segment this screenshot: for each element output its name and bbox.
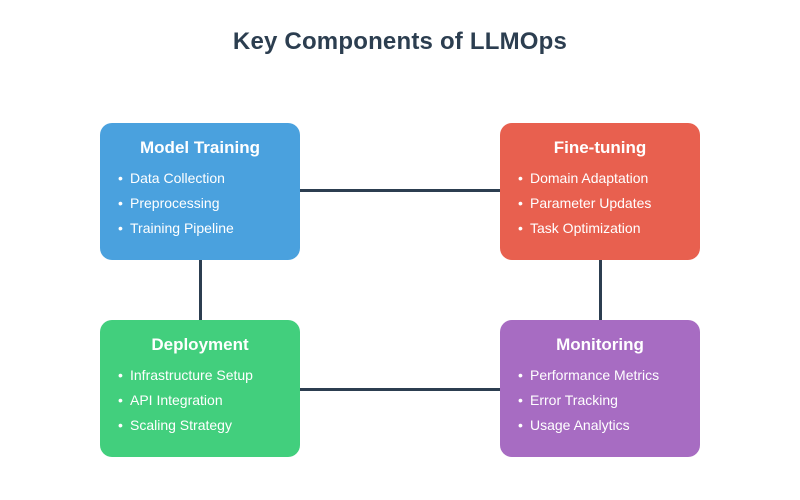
card-fine-tuning: Fine-tuning Domain Adaptation Parameter … [500, 123, 700, 260]
bullet-item: Training Pipeline [100, 218, 300, 238]
card-fine-tuning-list: Domain Adaptation Parameter Updates Task… [500, 168, 700, 238]
connector-fine-tuning-to-monitoring [599, 260, 602, 320]
bullet-item: Preprocessing [100, 193, 300, 213]
connector-model-training-to-fine-tuning [300, 189, 500, 192]
bullet-item: Usage Analytics [500, 415, 700, 435]
card-fine-tuning-title: Fine-tuning [553, 138, 647, 157]
card-model-training-title: Model Training [140, 138, 260, 157]
bullet-item: Performance Metrics [500, 365, 700, 385]
bullet-item: Parameter Updates [500, 193, 700, 213]
card-monitoring-title: Monitoring [556, 335, 644, 354]
card-model-training-list: Data Collection Preprocessing Training P… [100, 168, 300, 238]
card-monitoring-list: Performance Metrics Error Tracking Usage… [500, 365, 700, 435]
bullet-item: Data Collection [100, 168, 300, 188]
card-deployment-title: Deployment [151, 335, 249, 354]
diagram-title: Key Components of LLMOps [232, 28, 568, 55]
bullet-item: Infrastructure Setup [100, 365, 300, 385]
bullet-item: Task Optimization [500, 218, 700, 238]
connector-deployment-to-monitoring [300, 388, 500, 391]
card-deployment-list: Infrastructure Setup API Integration Sca… [100, 365, 300, 435]
bullet-item: Domain Adaptation [500, 168, 700, 188]
connector-model-training-to-deployment [199, 260, 202, 320]
card-model-training: Model Training Data Collection Preproces… [100, 123, 300, 260]
card-deployment: Deployment Infrastructure Setup API Inte… [100, 320, 300, 457]
bullet-item: Error Tracking [500, 390, 700, 410]
bullet-item: Scaling Strategy [100, 415, 300, 435]
bullet-item: API Integration [100, 390, 300, 410]
card-monitoring: Monitoring Performance Metrics Error Tra… [500, 320, 700, 457]
